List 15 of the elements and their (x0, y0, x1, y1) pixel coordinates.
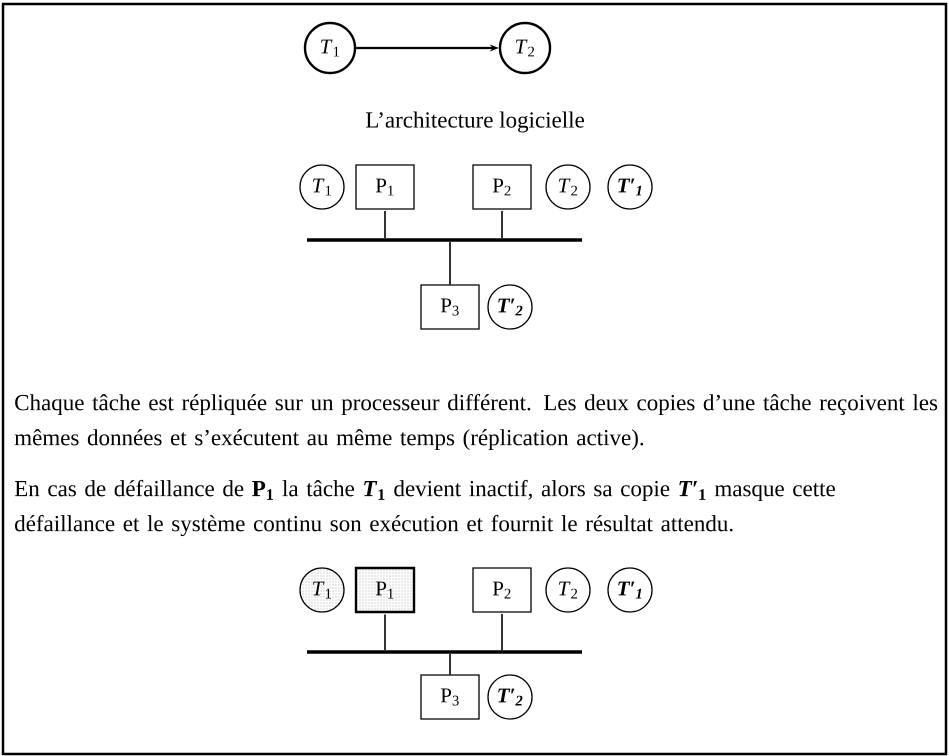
processor-box: P$_{3}$ (420, 284, 480, 330)
paragraph: Chaque tâche est répliquée sur un processeur différent. Les deux copies d’une tâche reçoivent les mêmes données et s’exécutent au même temps (réplication active). (14, 394, 938, 450)
processor-box: P$_{1}$ (355, 164, 415, 210)
connector-line (501, 210, 503, 238)
paragraph: En cas de défaillance de P$_{1}$ la tâche T$_{1}$ devient inactif, alors sa copie T′$_{1}$ masque cette défaillance et le système continu son exécution et fournit le résultat attendu. (14, 480, 835, 536)
connector-line (501, 614, 503, 650)
processor-box: P$_{2}$ (472, 164, 532, 210)
connector-line (449, 242, 451, 284)
connector-line (384, 614, 386, 650)
diagram-caption: L’architecture logicielle (366, 112, 584, 132)
processor-box: P$_{2}$ (472, 567, 532, 613)
connector-line (449, 654, 451, 674)
processor-box: P$_{3}$ (420, 674, 480, 720)
connector-line (384, 210, 386, 238)
processor-box: P$_{1}$ (354, 566, 416, 614)
